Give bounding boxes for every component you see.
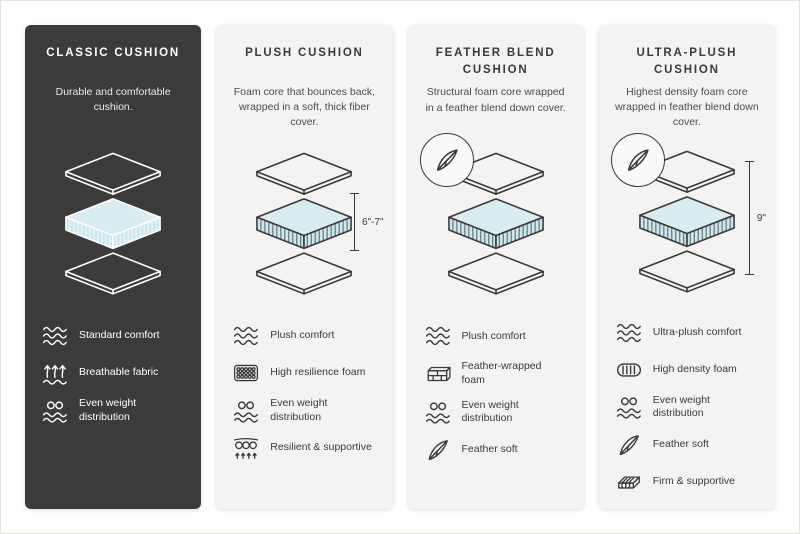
feature-row: Firm & supportive [615,469,759,495]
feather-badge [419,133,474,188]
feature-label: High resilience foam [270,366,366,379]
card-plush-cushion: PLUSH CUSHION Foam core that bounces bac… [216,25,393,509]
card-description: Structural foam core wrapped in a feathe… [425,86,566,114]
comfort-waves-icon [616,323,641,342]
feature-list: Ultra-plush comfort High density foam Ev… [613,320,761,495]
feature-row: Even weight distribution [424,399,568,426]
card-title: ULTRA-PLUSH CUSHION [636,47,738,76]
feature-row: Breathable fabric [41,360,185,386]
feature-row: Even weight distribution [41,397,185,424]
springs-icon [234,438,259,460]
cushion-illustration [39,133,187,315]
feature-label: Even weight distribution [652,393,710,420]
feature-label: Plush comfort [270,329,335,342]
feature-label: Even weight distribution [79,397,137,423]
feature-row: Standard comfort [41,323,185,349]
high-resilience-foam-icon [234,364,259,382]
card-ultra-plush-cushion: ULTRA-PLUSH CUSHION Highest density foam… [598,25,775,509]
feature-row: Feather-wrapped foam [424,360,568,387]
even-weight-icon [425,402,450,424]
feature-row: Plush comfort [232,323,376,349]
card-description: Durable and comfortable cushion. [55,86,171,114]
feature-label: Standard comfort [79,329,160,342]
measurement-bracket [349,193,359,251]
measurement-label: 9" [756,212,766,224]
feature-label: Firm & supportive [652,475,736,488]
card-title: PLUSH CUSHION [245,47,364,59]
feature-label: Breathable fabric [79,366,159,379]
feature-label: Feather soft [461,443,518,456]
feather-wrapped-foam-icon [427,366,451,382]
measurement-bracket [744,161,754,275]
feature-row: Even weight distribution [232,397,376,424]
comfort-waves-icon [42,326,67,346]
feature-list: Plush comfort Feather-wrapped foam Even … [422,323,570,463]
comfort-waves-icon [234,326,259,346]
feature-list: Plush comfort High resilience foam Even … [230,323,378,461]
high-density-foam-icon [616,363,641,377]
feature-row: Even weight distribution [615,394,759,421]
feature-label: Even weight distribution [461,398,519,425]
feature-label: Even weight distribution [270,397,328,423]
even-weight-icon [616,397,641,420]
cushion-illustration [419,133,570,315]
feature-row: Plush comfort [424,323,568,349]
height-measurement: 6"-7" [349,193,384,251]
feather-icon [436,149,458,172]
cushion-illustration: 9" [610,133,766,312]
feather-icon [619,435,639,455]
feature-label: Resilient & supportive [270,441,372,454]
feature-label: Plush comfort [461,329,526,342]
feature-row: Ultra-plush comfort [615,320,759,346]
feature-row: High resilience foam [232,360,376,386]
card-classic-cushion: CLASSIC CUSHION Durable and comfortable … [25,25,202,509]
cushion-illustration: 6"-7" [230,133,384,315]
even-weight-icon [42,401,67,423]
card-description: Foam core that bounces back, wrapped in … [233,86,375,129]
cushion-layers-diagram [256,152,353,295]
comfort-waves-icon [425,327,450,346]
feature-label: Ultra-plush comfort [652,325,742,338]
cushion-layers-diagram [65,152,161,295]
feather-icon [428,439,448,460]
feature-row: Resilient & supportive [232,435,376,461]
feature-label: High density foam [652,362,737,375]
height-measurement: 9" [744,161,766,275]
even-weight-icon [234,401,259,423]
card-title: FEATHER BLEND CUSHION [435,47,556,76]
feature-row: Feather soft [615,432,759,458]
feature-row: High density foam [615,357,759,383]
measurement-label: 6"-7" [361,216,384,228]
feather-icon [627,149,649,171]
feature-row: Feather soft [424,437,568,463]
firm-supportive-icon [617,476,640,489]
feather-badge [610,133,665,187]
card-description: Highest density foam core wrapped in fea… [615,86,759,129]
card-title: CLASSIC CUSHION [46,47,180,59]
feature-label: Feather soft [652,438,709,451]
card-feather-blend-cushion: FEATHER BLEND CUSHION Structural foam co… [407,25,584,509]
feature-list: Standard comfort Breathable fabric Even … [39,323,187,424]
breathable-fabric-icon [42,364,67,385]
feature-label: Feather-wrapped foam [461,360,542,386]
